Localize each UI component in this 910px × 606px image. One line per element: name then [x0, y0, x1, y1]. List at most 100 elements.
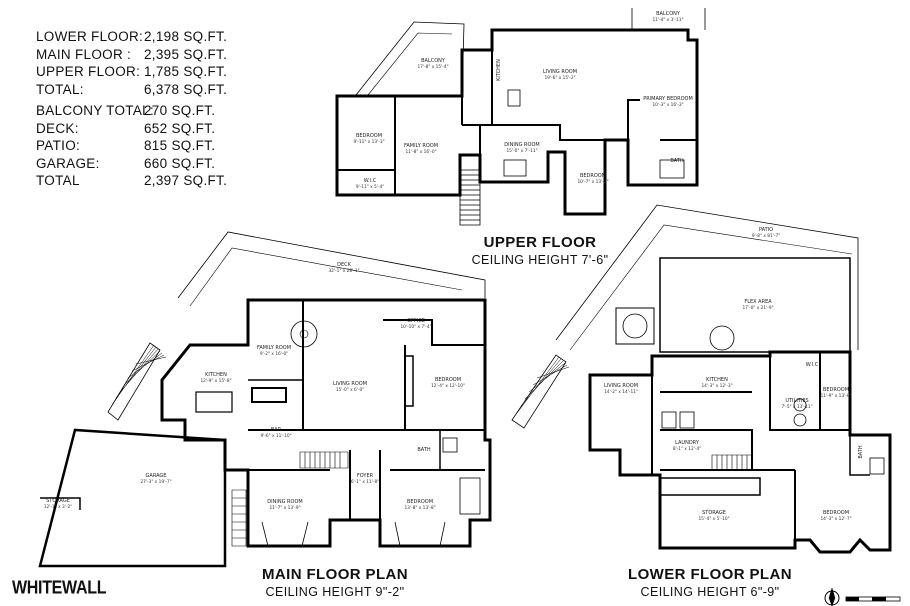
lower-room-dims: 14'-2" x 14'-11" — [604, 389, 638, 395]
brand-logo: WHITEWALL — [12, 578, 107, 599]
upper-room-dims: 9'-11" x 13'-3" — [353, 139, 384, 145]
stat-row: UPPER FLOOR:1,785 SQ.FT. — [36, 63, 227, 81]
main-room-name: STORAGE — [46, 498, 70, 504]
upper-room-labels: BALCONY 17'-8" x 15'-4" BALCONY 11'-4" x… — [353, 11, 692, 190]
upper-room-dims: 9'-11" x 5'-4" — [356, 184, 384, 190]
upper-room-name: DINING ROOM — [504, 142, 539, 148]
lower-room-name: KITCHEN — [706, 377, 728, 383]
main-room-labels: DECK 32'-1" x 28'-1" OFFICE 10'-10" x 7'… — [44, 262, 465, 511]
upper-room-dims: 11'-8" x 16'-0" — [405, 149, 436, 155]
lower-room-dims: 14'-3" x 12'-7" — [820, 516, 851, 522]
lower-room-name: W.I.C — [806, 362, 819, 368]
stat-label: UPPER FLOOR: — [36, 64, 141, 79]
main-room-name: BEDROOM — [407, 499, 433, 505]
stat-value: 2,395 SQ.FT. — [144, 46, 228, 62]
main-room-name: FAMILY ROOM — [257, 345, 291, 351]
stat-value: 815 SQ.FT. — [144, 138, 216, 153]
main-room-dims: 32'-1" x 28'-1" — [328, 268, 359, 274]
stat-row: TOTAL 2,397 SQ.FT. — [36, 172, 227, 190]
upper-room-name: BATH — [670, 158, 684, 164]
lower-room-dims: 11'-9" x 13'-8" — [820, 393, 851, 399]
stat-value: 652 SQ.FT. — [144, 120, 216, 136]
stat-value: 270 SQ.FT. — [144, 103, 216, 118]
main-room-dims: 12'-9" x 15'-8" — [200, 378, 231, 384]
lower-floor-plan — [511, 204, 901, 606]
upper-room-dims: 15'-0" x 7'-11" — [506, 148, 537, 154]
lower-room-dims: 14'-3" x 12'-3" — [701, 383, 732, 389]
main-room-dims: 6'-1" x 11'-8" — [351, 479, 379, 485]
stat-value: 660 SQ.FT. — [144, 155, 216, 171]
upper-room-name: W.I.C — [364, 178, 377, 184]
stat-row: LOWER FLOOR:2,198 SQ.FT. — [36, 28, 227, 46]
main-room-name: GARAGE — [146, 473, 167, 479]
main-room-name: DECK — [337, 262, 352, 268]
main-floor-plan — [38, 231, 492, 568]
main-room-dims: 13'-8" x 13'-8" — [404, 505, 435, 511]
ceiling-height: CEILING HEIGHT 6"-9" — [640, 585, 780, 599]
main-room-name: BATH — [417, 447, 431, 453]
main-floor-title: MAIN FLOOR PLAN CEILING HEIGHT 9"-2" — [250, 566, 420, 599]
main-room-dims: 15'-0" x 6'-0" — [336, 387, 364, 393]
main-room-dims: 12'-4" x 12'-10" — [431, 383, 465, 389]
upper-room-name: BALCONY — [421, 58, 446, 64]
stat-label: DECK: — [36, 120, 79, 136]
lower-room-dims: 17'-0" x 21'-9" — [742, 305, 773, 311]
stat-row: PATIO: 815 SQ.FT. — [36, 137, 227, 155]
lower-room-labels: PATIO 9'-8" x 81'-7" FLEX AREA 17'-0" x … — [604, 227, 864, 522]
lower-room-dims: 15'-4" x 5'-10" — [698, 516, 729, 522]
stat-value: 1,785 SQ.FT. — [144, 64, 228, 79]
lower-room-name: LIVING ROOM — [604, 383, 638, 389]
main-room-dims: 12'-1" x 3'-2" — [44, 504, 72, 510]
lower-room-name: PATIO — [759, 227, 773, 233]
stat-row: TOTAL: 6,378 SQ.FT. — [36, 81, 227, 99]
lower-floor-title: LOWER FLOOR PLAN CEILING HEIGHT 6"-9" — [622, 566, 798, 599]
main-room-name: BEDROOM — [435, 377, 461, 383]
lower-room-name: STORAGE — [702, 510, 726, 516]
stat-value: 2,198 SQ.FT. — [144, 29, 228, 44]
upper-room-dims: 10'-3" x 16'-3" — [652, 102, 683, 108]
stat-label: LOWER FLOOR: — [36, 29, 144, 44]
floor-title: LOWER FLOOR PLAN — [628, 566, 792, 583]
ceiling-height: CEILING HEIGHT 7'-6" — [471, 253, 609, 267]
lower-room-dims: 9'-8" x 81'-7" — [752, 233, 780, 239]
stat-label: TOTAL — [36, 173, 80, 188]
upper-room-dims: 10'-7" x 13'-1" — [577, 179, 608, 185]
upper-floor-plan — [335, 8, 706, 226]
main-room-dims: 9'-2" x 16'-0" — [260, 351, 288, 357]
stat-label: TOTAL: — [36, 81, 84, 97]
floor-title: UPPER FLOOR — [483, 234, 597, 251]
main-room-name: DINING ROOM — [267, 499, 302, 505]
lower-room-dims: 7'-5" x 13'-11" — [781, 404, 812, 410]
main-room-name: BAR — [271, 427, 282, 433]
lower-room-name: FLEX AREA — [744, 299, 772, 305]
main-room-name: OFFICE — [407, 318, 425, 324]
main-room-name: KITCHEN — [205, 372, 227, 378]
stat-row: DECK: 652 SQ.FT. — [36, 120, 227, 138]
stat-row: BALCONY TOTAL:270 SQ.FT. — [36, 102, 227, 120]
upper-floor-title: UPPER FLOOR CEILING HEIGHT 7'-6" — [470, 234, 610, 267]
lower-room-name: UTILITIES — [785, 398, 808, 404]
stat-value: 2,397 SQ.FT. — [144, 173, 228, 188]
stat-label: MAIN FLOOR : — [36, 46, 132, 62]
lower-room-name: BEDROOM — [823, 510, 849, 516]
upper-room-name: LIVING ROOM — [543, 69, 577, 75]
upper-room-name: KITCHEN — [496, 59, 502, 81]
upper-room-dims: 19'-6" x 15'-2" — [544, 75, 575, 81]
upper-room-name: BALCONY — [656, 11, 681, 17]
lower-room-name: BATH — [858, 445, 864, 459]
stat-row: GARAGE: 660 SQ.FT. — [36, 155, 227, 173]
area-summary: LOWER FLOOR:2,198 SQ.FT. MAIN FLOOR : 2,3… — [36, 28, 227, 190]
stat-value: 6,378 SQ.FT. — [144, 81, 228, 97]
ceiling-height: CEILING HEIGHT 9"-2" — [265, 585, 405, 599]
stat-label: GARAGE: — [36, 155, 100, 171]
upper-room-name: BEDROOM — [356, 133, 382, 139]
upper-room-name: PRIMARY BEDROOM — [643, 96, 693, 102]
stat-row: MAIN FLOOR : 2,395 SQ.FT. — [36, 46, 227, 64]
main-room-dims: 9'-6" x 11'-10" — [260, 433, 291, 439]
lower-room-dims: 8'-1" x 12'-4" — [673, 446, 701, 452]
lower-room-name: LAUNDRY — [675, 440, 700, 446]
upper-room-name: FAMILY ROOM — [404, 143, 438, 149]
stat-label: PATIO: — [36, 138, 81, 153]
lower-room-name: BEDROOM — [823, 387, 849, 393]
